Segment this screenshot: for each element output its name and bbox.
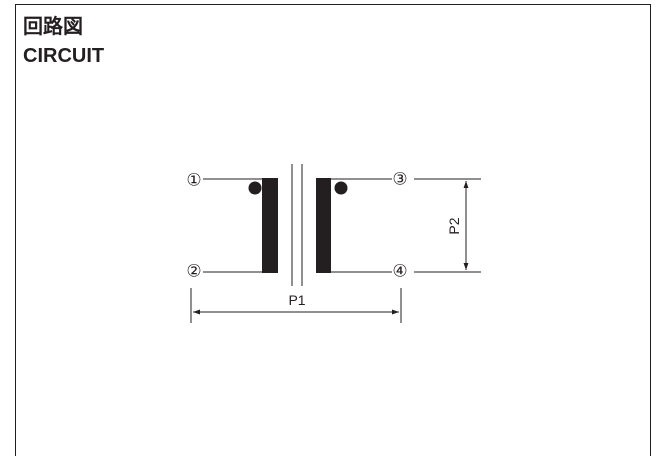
primary-winding <box>262 178 278 273</box>
polarity-dot-secondary <box>334 181 348 195</box>
title-english: CIRCUIT <box>23 45 105 67</box>
drawing-frame <box>15 4 651 456</box>
secondary-winding <box>316 178 331 273</box>
polarity-dot-primary <box>248 181 262 195</box>
pin-1-label: ① <box>186 171 201 190</box>
p1-label: P1 <box>288 292 305 308</box>
title-japanese: 回路図 <box>23 14 83 38</box>
p2-label: P2 <box>446 217 462 234</box>
pin-4-label: ④ <box>392 262 407 281</box>
pin-2-label: ② <box>186 262 201 281</box>
pin-3-label: ③ <box>392 170 407 189</box>
